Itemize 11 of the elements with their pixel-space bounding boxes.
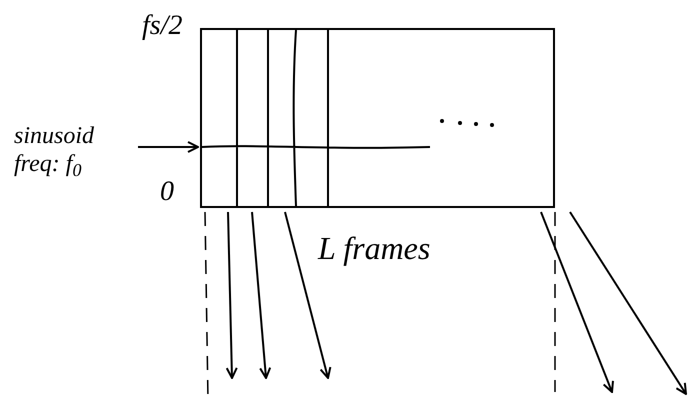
arrow — [284, 212, 332, 379]
spectrogram-box — [200, 28, 555, 208]
axis-label: 0 — [160, 178, 174, 206]
node-text: sinusoid freq: f$_{0}$ — [14, 122, 96, 178]
axis-label: L frames — [318, 232, 430, 264]
arrow — [540, 212, 614, 393]
arrow — [569, 211, 687, 395]
arrow — [138, 141, 199, 153]
arrow — [226, 212, 238, 379]
axis-label: fs/2 — [142, 12, 182, 40]
arrow — [251, 212, 272, 379]
